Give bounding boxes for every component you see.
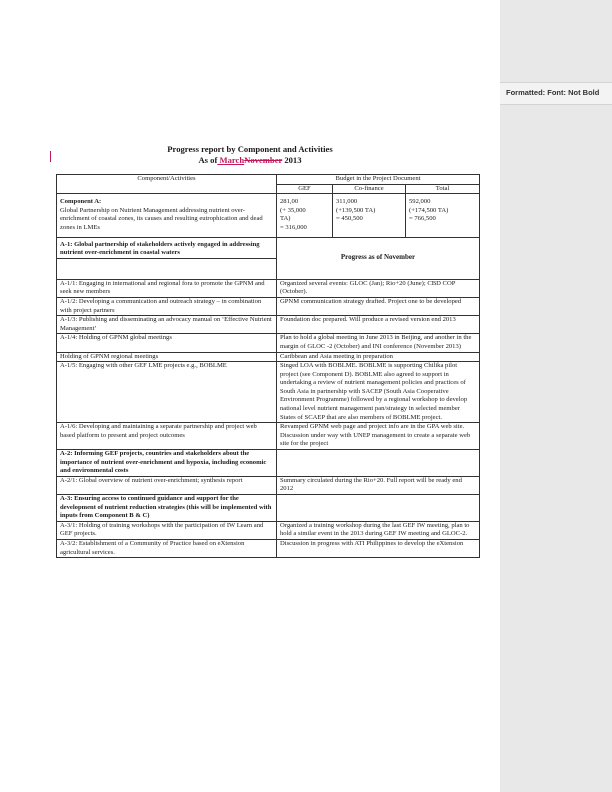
- change-bar: [50, 151, 51, 162]
- progress-table: Component/Activities Budget in the Proje…: [56, 173, 480, 559]
- section-a1: A-1: Global partnership of stakeholders …: [56, 236, 277, 259]
- activity-cell: A-1/3: Publishing and disseminating an a…: [56, 315, 277, 335]
- progress-cell: Organized several events: GLOC (Jan); Ri…: [276, 278, 480, 298]
- section-a2: A-2: Informing GEF projects, countries a…: [56, 449, 277, 477]
- progress-cell: Foundation doc prepared. Will produce a …: [276, 315, 480, 335]
- section-a3-row: A-3: Ensuring access to continued guidan…: [56, 494, 480, 522]
- as-of-label: As of: [198, 155, 218, 165]
- report-title: Progress report by Component and Activit…: [167, 144, 333, 154]
- a3-row: A-3/2: Establishment of a Community of P…: [56, 538, 480, 559]
- progress-cell: Discussion in progress with ATI Philippi…: [276, 538, 480, 559]
- inserted-month: March: [217, 155, 245, 165]
- activity-cell: A-1/1: Engaging in international and reg…: [56, 278, 277, 298]
- progress-header-label: Progress as of November: [340, 252, 416, 261]
- progress-cell: Caribbean and Asia meeting in preparatio…: [276, 351, 480, 363]
- progress-cell: Revamped GPNM web page and project info …: [276, 422, 480, 451]
- header-gef: GEF: [276, 183, 333, 195]
- component-a-cofinance: 311,000 (+139,500 TA) = 450,500: [332, 193, 406, 238]
- comment-pane: Formatted: Font: Not Bold: [500, 0, 612, 792]
- a1-row: A-1/6: Developing and maintaining a sepa…: [56, 422, 480, 451]
- activity-cell: A-1/2: Developing a communication and ou…: [56, 296, 277, 317]
- activity-cell: Holding of GPNM regional meetings: [56, 351, 277, 363]
- spacer-cell: [56, 257, 277, 280]
- progress-header: Progress as of November: [276, 236, 480, 280]
- progress-cell: Organized a training workshop during the…: [276, 520, 480, 540]
- a1-row: A-1/3: Publishing and disseminating an a…: [56, 315, 480, 335]
- component-a-cell: Component A: Global Partnership on Nutri…: [56, 193, 277, 238]
- component-a-gef: 281,00 (+ 35,000 TA) = 316,000: [276, 193, 333, 238]
- a1-row: A-1/5: Engaging with other GEF LME proje…: [56, 361, 480, 424]
- progress-cell: Plan to hold a global meeting in June 20…: [276, 333, 480, 353]
- a2-row: A-2/1: Global overview of nutrient over-…: [56, 475, 480, 496]
- section-a3: A-3: Ensuring access to continued guidan…: [56, 494, 277, 522]
- component-a-title: Component A:: [60, 198, 102, 206]
- section-a1-row: A-1: Global partnership of stakeholders …: [56, 236, 480, 280]
- header-budget: Budget in the Project Document: [276, 174, 480, 185]
- header-cofinance: Co-finance: [332, 183, 406, 195]
- comment-label: Formatted: Font: Not Bold: [506, 88, 600, 97]
- section-a2-row: A-2: Informing GEF projects, countries a…: [56, 449, 480, 477]
- progress-cell: GPNM communication strategy drafted. Pro…: [276, 296, 480, 317]
- header-row-2: GEF Co-finance Total: [57, 183, 480, 195]
- component-a-row: Component A: Global Partnership on Nutri…: [56, 193, 480, 238]
- progress-cell: Singed LOA with BOBLME. BOBLME is suppor…: [276, 361, 480, 424]
- activity-cell: A-3/1: Holding of training workshops wit…: [56, 520, 277, 540]
- section-a2-blank: [276, 449, 480, 477]
- header-component: Component/Activities: [56, 173, 277, 195]
- component-a-description: Global Partnership on Nutrient Managemen…: [60, 206, 263, 231]
- activity-cell: A-1/4: Holding of GPNM global meetings: [56, 333, 277, 353]
- header-total: Total: [405, 183, 480, 195]
- component-a-total: 592,000 (+174,500 TA) = 766,500: [405, 193, 480, 238]
- activity-cell: A-3/2: Establishment of a Community of P…: [56, 538, 277, 559]
- comment-balloon[interactable]: Formatted: Font: Not Bold: [500, 82, 612, 105]
- a1-row: A-1/1: Engaging in international and reg…: [56, 278, 480, 298]
- activity-cell: A-2/1: Global overview of nutrient over-…: [56, 475, 277, 496]
- a1-row: A-1/2: Developing a communication and ou…: [56, 296, 480, 317]
- report-year: 2013: [282, 155, 302, 165]
- progress-cell: Summary circulated during the Rio+20. Fu…: [276, 475, 480, 496]
- report-date: As of MarchNovember 2013: [100, 155, 400, 165]
- deleted-month: November: [244, 155, 283, 165]
- activity-cell: A-1/5: Engaging with other GEF LME proje…: [56, 361, 277, 424]
- section-a3-blank: [276, 494, 480, 522]
- header-row-1: Component/Activities Budget in the Proje…: [56, 173, 480, 195]
- a3-row: A-3/1: Holding of training workshops wit…: [56, 520, 480, 540]
- activity-cell: A-1/6: Developing and maintaining a sepa…: [56, 422, 277, 451]
